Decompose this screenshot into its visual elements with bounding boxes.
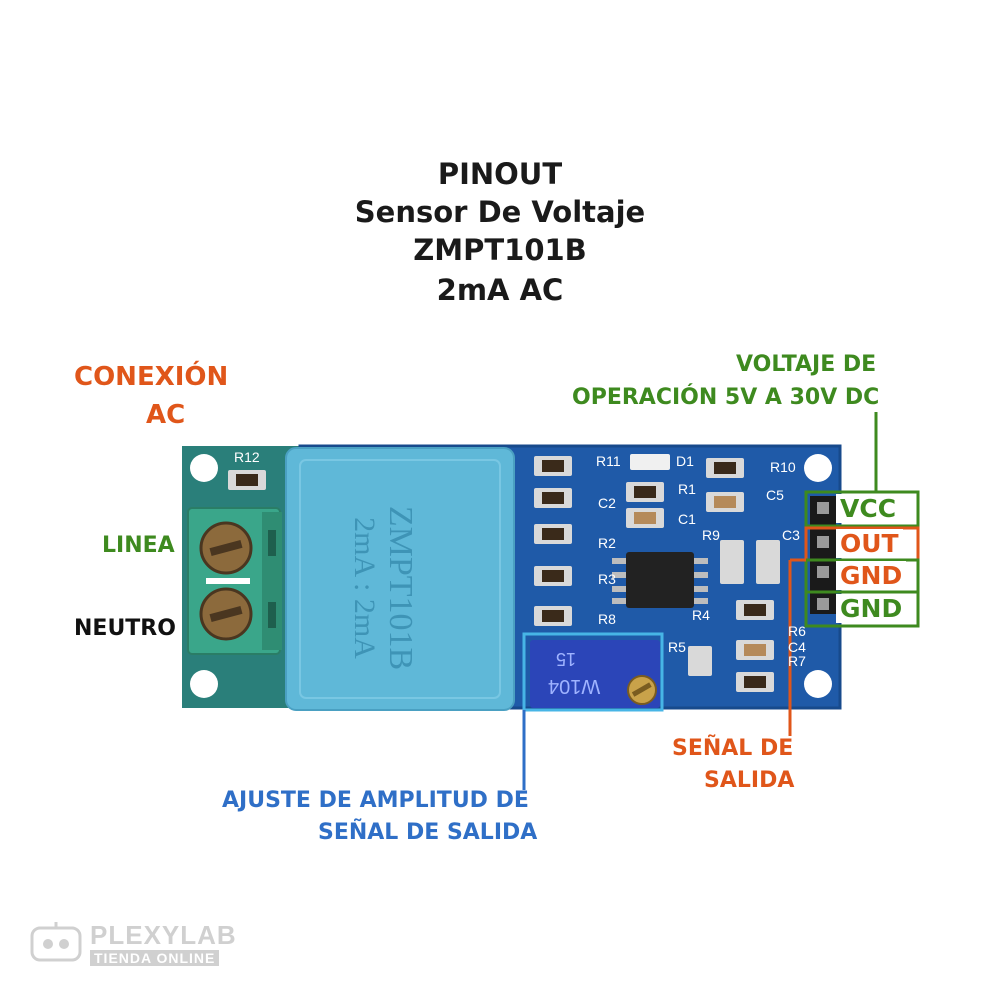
operating-voltage-label-2: OPERACIÓN 5V A 30V DC <box>572 385 880 410</box>
amplitude-adjust-label-2: SEÑAL DE SALIDA <box>318 820 538 845</box>
title-line-1: PINOUT <box>437 157 563 191</box>
robot-logo-icon <box>30 922 82 962</box>
silkscreen-label-r8: R8 <box>598 611 616 627</box>
terminal-block <box>187 507 282 655</box>
pot-text-1: 15 <box>556 649 577 669</box>
title-line-4: 2mA AC <box>436 273 564 307</box>
header-pins <box>810 496 836 614</box>
silkscreen-label-r10: R10 <box>770 459 796 475</box>
pin-gnd-label: GND <box>836 561 907 590</box>
pot-text-2: W104 <box>548 675 601 697</box>
transformer-rating-text: 2mA : 2mA <box>348 517 381 659</box>
op-amp-chip <box>612 552 708 608</box>
pot-highlight-box <box>522 632 664 712</box>
vcc-highlight-box <box>804 490 920 528</box>
mounting-hole <box>190 670 218 698</box>
linea-label: LINEA <box>102 533 175 558</box>
output-signal-label-1: SEÑAL DE <box>672 736 794 761</box>
silkscreen-label-r11: R11 <box>596 453 621 469</box>
mounting-hole <box>804 454 832 482</box>
operating-voltage-label-1: VOLTAJE DE <box>736 352 877 377</box>
silkscreen-label-c5: C5 <box>766 487 784 503</box>
silkscreen-label-r12: R12 <box>234 449 260 465</box>
pin-out-label: OUT <box>836 529 903 558</box>
silkscreen-label-c1: C1 <box>678 511 696 527</box>
title-line-3: ZMPT101B <box>413 233 587 267</box>
title-line-2: Sensor De Voltaje <box>354 195 646 229</box>
silkscreen-label-r2: R2 <box>598 535 616 551</box>
silkscreen-label-r1: R1 <box>678 481 696 497</box>
transformer <box>285 447 515 711</box>
mounting-hole <box>190 454 218 482</box>
silkscreen-label-c3: C3 <box>782 527 800 543</box>
logo-name: PLEXYLAB <box>90 920 237 950</box>
led <box>630 454 670 470</box>
pin-gnd2-label: GND <box>836 594 907 623</box>
silkscreen-label-r7: R7 <box>788 653 806 669</box>
silkscreen-label-r9: R9 <box>702 527 720 543</box>
output-signal-label-2: SALIDA <box>704 768 795 793</box>
silkscreen-label-r3: R3 <box>598 571 616 587</box>
silkscreen-label-c2: C2 <box>598 495 616 511</box>
potentiometer <box>530 640 660 708</box>
amplitude-adjust-label-1: AJUSTE DE AMPLITUD DE <box>222 788 529 813</box>
gnd2-highlight-box <box>804 590 920 628</box>
logo-tagline: TIENDA ONLINE <box>90 950 220 966</box>
silkscreen-label-c4: C4 <box>788 639 806 655</box>
ac-connection-label-2: AC <box>146 400 186 430</box>
plexylab-logo: PLEXYLAB TIENDA ONLINE <box>28 920 248 970</box>
transformer-model-text: ZMPT101B <box>382 505 419 671</box>
neutro-label: NEUTRO <box>74 616 176 641</box>
transformer-label: ZMPT101B <box>380 478 420 698</box>
silkscreen-label-d1: D1 <box>676 453 694 469</box>
ac-connection-label-1: CONEXIÓN <box>74 362 229 392</box>
silkscreen-label-r5: R5 <box>668 639 686 655</box>
silkscreen-label-r6: R6 <box>788 623 806 639</box>
transformer-rating: 2mA : 2mA <box>344 478 384 698</box>
pin-vcc-label: VCC <box>836 494 901 523</box>
silkscreen-label-r4: R4 <box>692 607 710 623</box>
mounting-hole <box>804 670 832 698</box>
